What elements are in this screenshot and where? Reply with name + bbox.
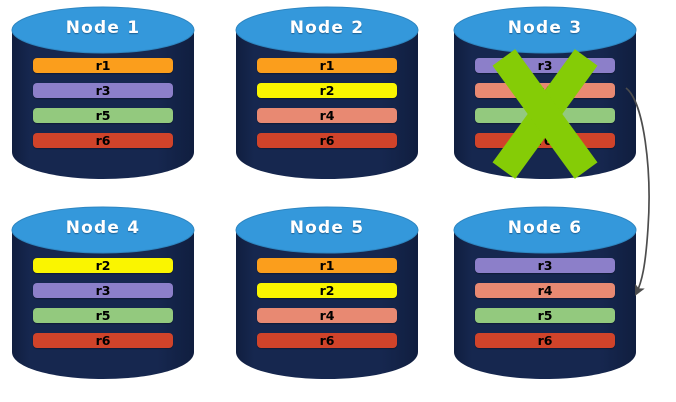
- cylinder-top-ellipse: [453, 6, 637, 54]
- record-bar-r2[interactable]: r2: [257, 283, 397, 298]
- record-bar-r6[interactable]: r6: [475, 133, 615, 148]
- record-bar-r6[interactable]: r6: [33, 333, 173, 348]
- record-bar-r4[interactable]: r4: [475, 83, 615, 98]
- record-bar-r1[interactable]: r1: [257, 258, 397, 273]
- cylinder-top-ellipse: [11, 6, 195, 54]
- record-bar-r5[interactable]: r5: [475, 108, 615, 123]
- record-bar-r2[interactable]: r2: [257, 83, 397, 98]
- record-list: r2 r3 r5 r6: [33, 258, 173, 358]
- record-bar-r3[interactable]: r3: [33, 283, 173, 298]
- record-bar-r2[interactable]: r2: [33, 258, 173, 273]
- record-bar-r4[interactable]: r4: [257, 308, 397, 323]
- cylinder-top-ellipse: [235, 206, 419, 254]
- record-list: r1 r2 r4 r6: [257, 258, 397, 358]
- record-bar-r3[interactable]: r3: [33, 83, 173, 98]
- record-bar-r6[interactable]: r6: [475, 333, 615, 348]
- cylinder-top-ellipse: [453, 206, 637, 254]
- record-bar-r5[interactable]: r5: [33, 308, 173, 323]
- record-bar-r3[interactable]: r3: [475, 58, 615, 73]
- record-list: r1 r3 r5 r6: [33, 58, 173, 158]
- record-bar-r6[interactable]: r6: [257, 333, 397, 348]
- record-list: r3 r4 r5 r6: [475, 258, 615, 358]
- cylinder-top-ellipse: [235, 6, 419, 54]
- recovery-arrow-path: [625, 87, 650, 296]
- record-bar-r5[interactable]: r5: [475, 308, 615, 323]
- record-bar-r3[interactable]: r3: [475, 258, 615, 273]
- record-bar-r4[interactable]: r4: [475, 283, 615, 298]
- recovery-arrow: [625, 87, 650, 296]
- record-list: r3 r4 r5 r6: [475, 58, 615, 158]
- record-bar-r1[interactable]: r1: [33, 58, 173, 73]
- record-bar-r1[interactable]: r1: [257, 58, 397, 73]
- record-bar-r6[interactable]: r6: [257, 133, 397, 148]
- record-list: r1 r2 r4 r6: [257, 58, 397, 158]
- cylinder-top-ellipse: [11, 206, 195, 254]
- record-bar-r4[interactable]: r4: [257, 108, 397, 123]
- record-bar-r5[interactable]: r5: [33, 108, 173, 123]
- record-bar-r6[interactable]: r6: [33, 133, 173, 148]
